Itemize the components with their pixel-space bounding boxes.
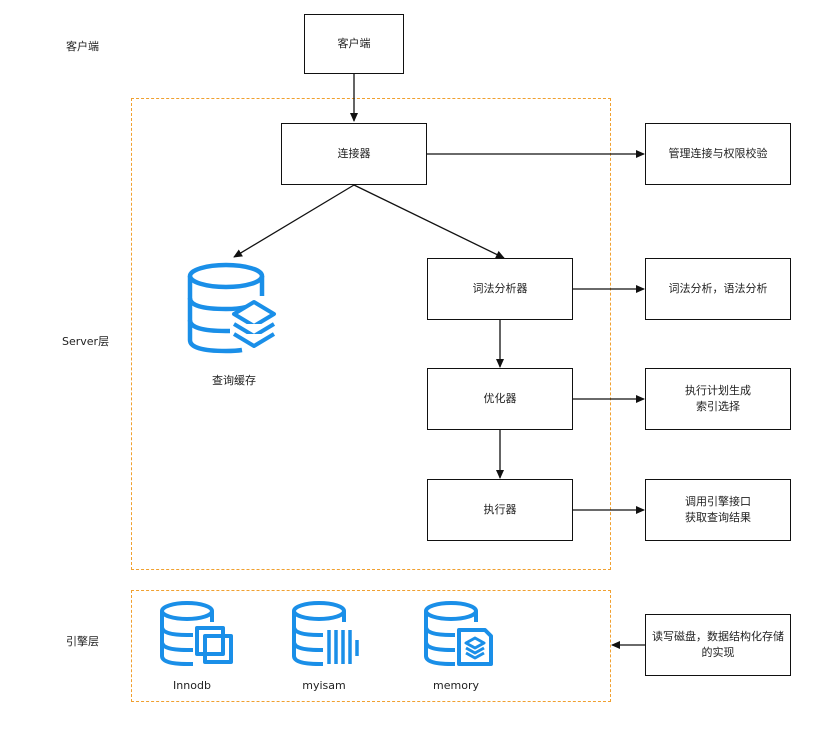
memory-label: memory bbox=[433, 679, 479, 692]
executor-note: 调用引擎接口 获取查询结果 bbox=[645, 479, 791, 541]
layer-label-server: Server层 bbox=[62, 335, 110, 348]
memory-database-icon bbox=[424, 601, 493, 666]
optimizer-node: 优化器 bbox=[427, 368, 573, 430]
arrow-connector-parser bbox=[353, 184, 505, 259]
innodb-database-icon bbox=[160, 601, 233, 666]
parser-note: 词法分析，语法分析 bbox=[645, 258, 791, 320]
optimizer-note-line1: 执行计划生成 bbox=[685, 384, 751, 397]
optimizer-note-line2: 索引选择 bbox=[696, 400, 740, 413]
innodb-label: Innodb bbox=[173, 679, 211, 692]
executor-note-line2: 获取查询结果 bbox=[685, 511, 751, 524]
arrow-connector-cache bbox=[233, 184, 355, 258]
client-node: 客户端 bbox=[304, 14, 404, 74]
query-cache-database-icon bbox=[187, 262, 276, 354]
engine-note-line2: 的实现 bbox=[701, 646, 735, 659]
executor-note-line1: 调用引擎接口 bbox=[685, 495, 751, 508]
layer-label-client: 客户端 bbox=[66, 40, 99, 53]
executor-node: 执行器 bbox=[427, 479, 573, 541]
connector-note: 管理连接与权限校验 bbox=[645, 123, 791, 185]
connector-node: 连接器 bbox=[281, 123, 427, 185]
engine-note-line1: 读写磁盘，数据结构化存储 bbox=[652, 630, 784, 643]
myisam-label: myisam bbox=[302, 679, 346, 692]
optimizer-note: 执行计划生成 索引选择 bbox=[645, 368, 791, 430]
layer-label-engine: 引擎层 bbox=[66, 635, 99, 648]
myisam-database-icon bbox=[292, 601, 359, 666]
server-layer-zone bbox=[131, 98, 611, 570]
engine-note: 读写磁盘，数据结构化存储 的实现 bbox=[645, 614, 791, 676]
parser-node: 词法分析器 bbox=[427, 258, 573, 320]
query-cache-label: 查询缓存 bbox=[212, 374, 256, 387]
engine-layer-zone bbox=[131, 590, 611, 702]
